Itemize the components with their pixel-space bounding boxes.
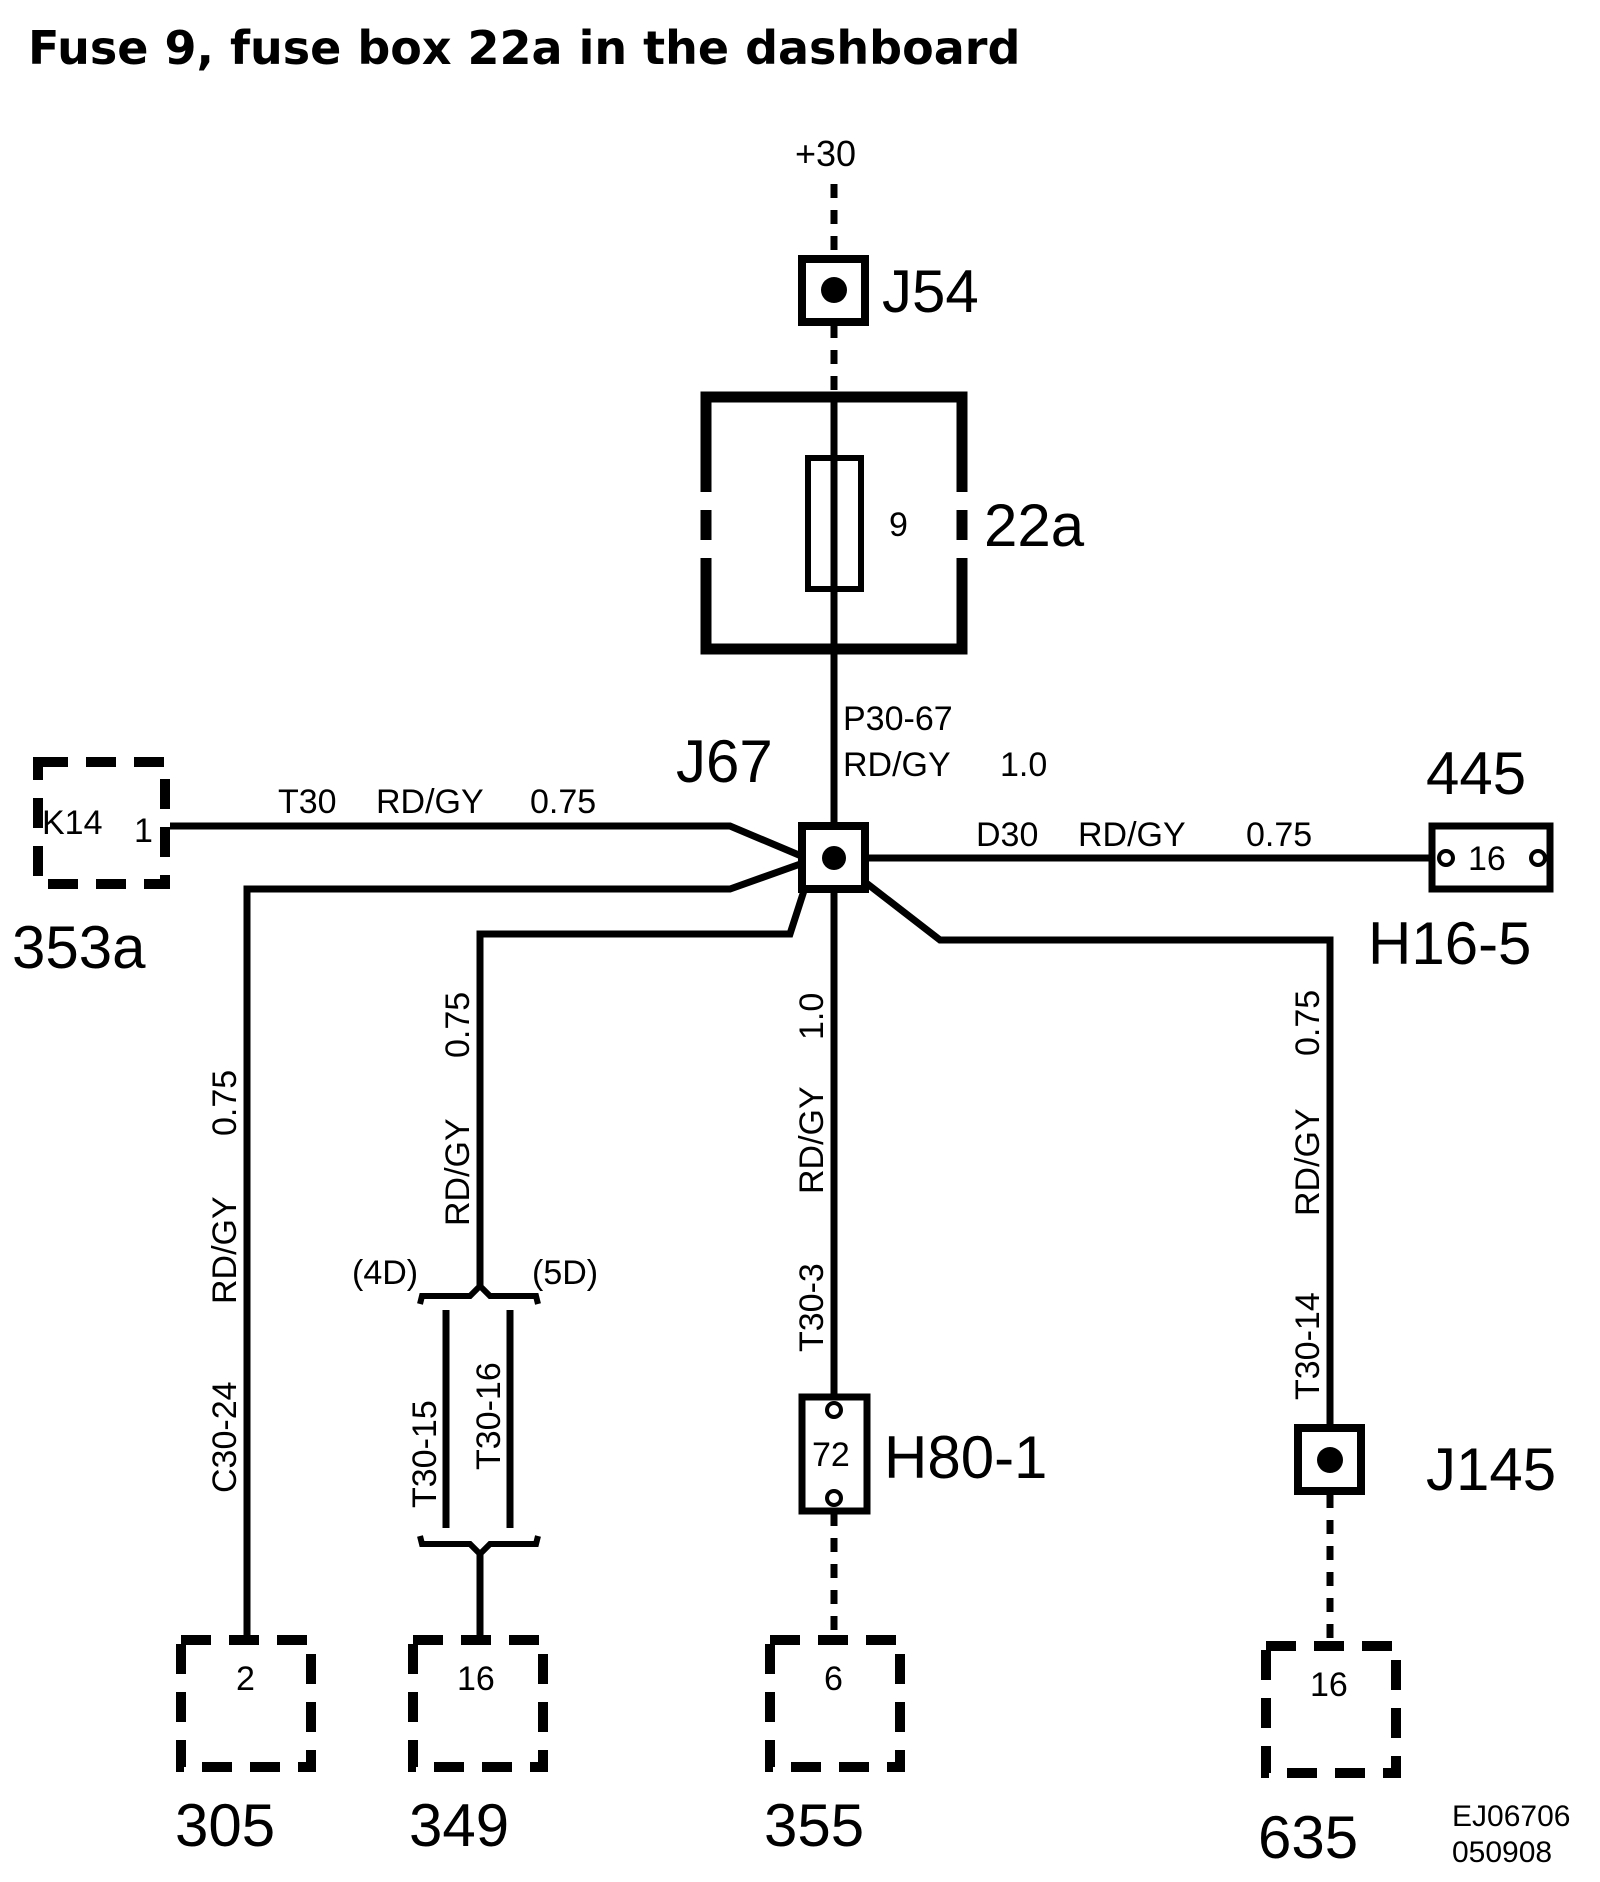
d30-id: D30 xyxy=(976,816,1038,854)
c30-24-size: 0.75 xyxy=(206,1070,244,1136)
component-445-name: 445 xyxy=(1426,740,1526,807)
component-349 xyxy=(408,1635,548,1772)
component-355 xyxy=(765,1635,905,1772)
p30-67-color: RD/GY xyxy=(843,746,951,784)
fusebox-gap-right-bottom xyxy=(952,540,972,558)
h80-pin-top xyxy=(825,1401,843,1419)
variant-5d: (5D) xyxy=(532,1254,598,1292)
c30-24-id: C30-24 xyxy=(206,1381,244,1493)
t30-3-size: 1.0 xyxy=(793,993,831,1040)
c30-24-wire xyxy=(243,858,808,1640)
h16-5-pin-number: 16 xyxy=(1468,840,1506,878)
h16-5-pin-left xyxy=(1437,849,1455,867)
brace-top xyxy=(417,1281,541,1305)
t30-id: T30 xyxy=(278,783,337,821)
t30-14-wire xyxy=(849,869,1334,1430)
t30-14-color: RD/GY xyxy=(1289,1108,1327,1216)
reference-date: 050908 xyxy=(1452,1836,1552,1869)
t30-16-id: T30-16 xyxy=(470,1362,508,1470)
variant-4d: (4D) xyxy=(352,1254,418,1292)
d30-size: 0.75 xyxy=(1246,816,1312,854)
fuse-number: 9 xyxy=(889,506,908,544)
reference-code: EJ06706 xyxy=(1452,1800,1570,1833)
j67-label: J67 xyxy=(676,728,773,795)
p30-67-id: P30-67 xyxy=(843,700,953,738)
fusebox-label: 22a xyxy=(984,492,1085,559)
supply-label: +30 xyxy=(795,133,856,174)
component-305-pin: 2 xyxy=(236,1660,255,1698)
component-635-name: 635 xyxy=(1258,1804,1358,1871)
d30-color: RD/GY xyxy=(1078,816,1186,854)
j145-dot xyxy=(1317,1447,1343,1473)
component-305 xyxy=(176,1635,316,1772)
h16-5-pin-right xyxy=(1529,849,1547,867)
diagram-title: Fuse 9, fuse box 22a in the dashboard xyxy=(28,21,1020,75)
brace-bottom xyxy=(417,1535,541,1559)
t30-3-color: RD/GY xyxy=(793,1086,831,1194)
component-353a-name: 353a xyxy=(12,914,146,981)
h80-label: H80-1 xyxy=(884,1424,1047,1491)
j54-dot xyxy=(821,277,847,303)
t30-wire xyxy=(170,822,808,862)
j67-dot xyxy=(822,846,846,870)
j145-label: J145 xyxy=(1426,1436,1556,1503)
p30-67-size: 1.0 xyxy=(1000,746,1047,784)
component-353a-label: K14 xyxy=(42,804,103,842)
t30-15-16-color: RD/GY xyxy=(439,1118,477,1226)
h16-5-label: H16-5 xyxy=(1368,910,1531,977)
c30-24-color: RD/GY xyxy=(206,1196,244,1304)
component-355-name: 355 xyxy=(764,1792,864,1859)
component-349-pin: 16 xyxy=(457,1660,495,1698)
t30-color: RD/GY xyxy=(376,783,484,821)
j54-label: J54 xyxy=(882,258,979,325)
component-353a-pin: 1 xyxy=(134,812,153,850)
t30-15-16-size: 0.75 xyxy=(439,992,477,1058)
t30-15-id: T30-15 xyxy=(406,1400,444,1508)
fusebox-gap-left-top xyxy=(696,492,716,510)
component-305-name: 305 xyxy=(175,1792,275,1859)
t30-size: 0.75 xyxy=(530,783,596,821)
component-355-pin: 6 xyxy=(824,1660,843,1698)
t30-3-id: T30-3 xyxy=(793,1263,831,1352)
h80-pin-number: 72 xyxy=(812,1436,850,1474)
fusebox-gap-right-top xyxy=(952,492,972,510)
component-635-pin: 16 xyxy=(1310,1666,1348,1704)
component-353a xyxy=(33,757,170,889)
t30-15-16-wire xyxy=(476,870,814,1290)
h80-pin-bottom xyxy=(825,1489,843,1507)
t30-14-id: T30-14 xyxy=(1289,1292,1327,1400)
component-349-name: 349 xyxy=(409,1792,509,1859)
t30-14-size: 0.75 xyxy=(1289,990,1327,1056)
fusebox-gap-left-bottom xyxy=(696,540,716,558)
component-635 xyxy=(1261,1641,1401,1778)
